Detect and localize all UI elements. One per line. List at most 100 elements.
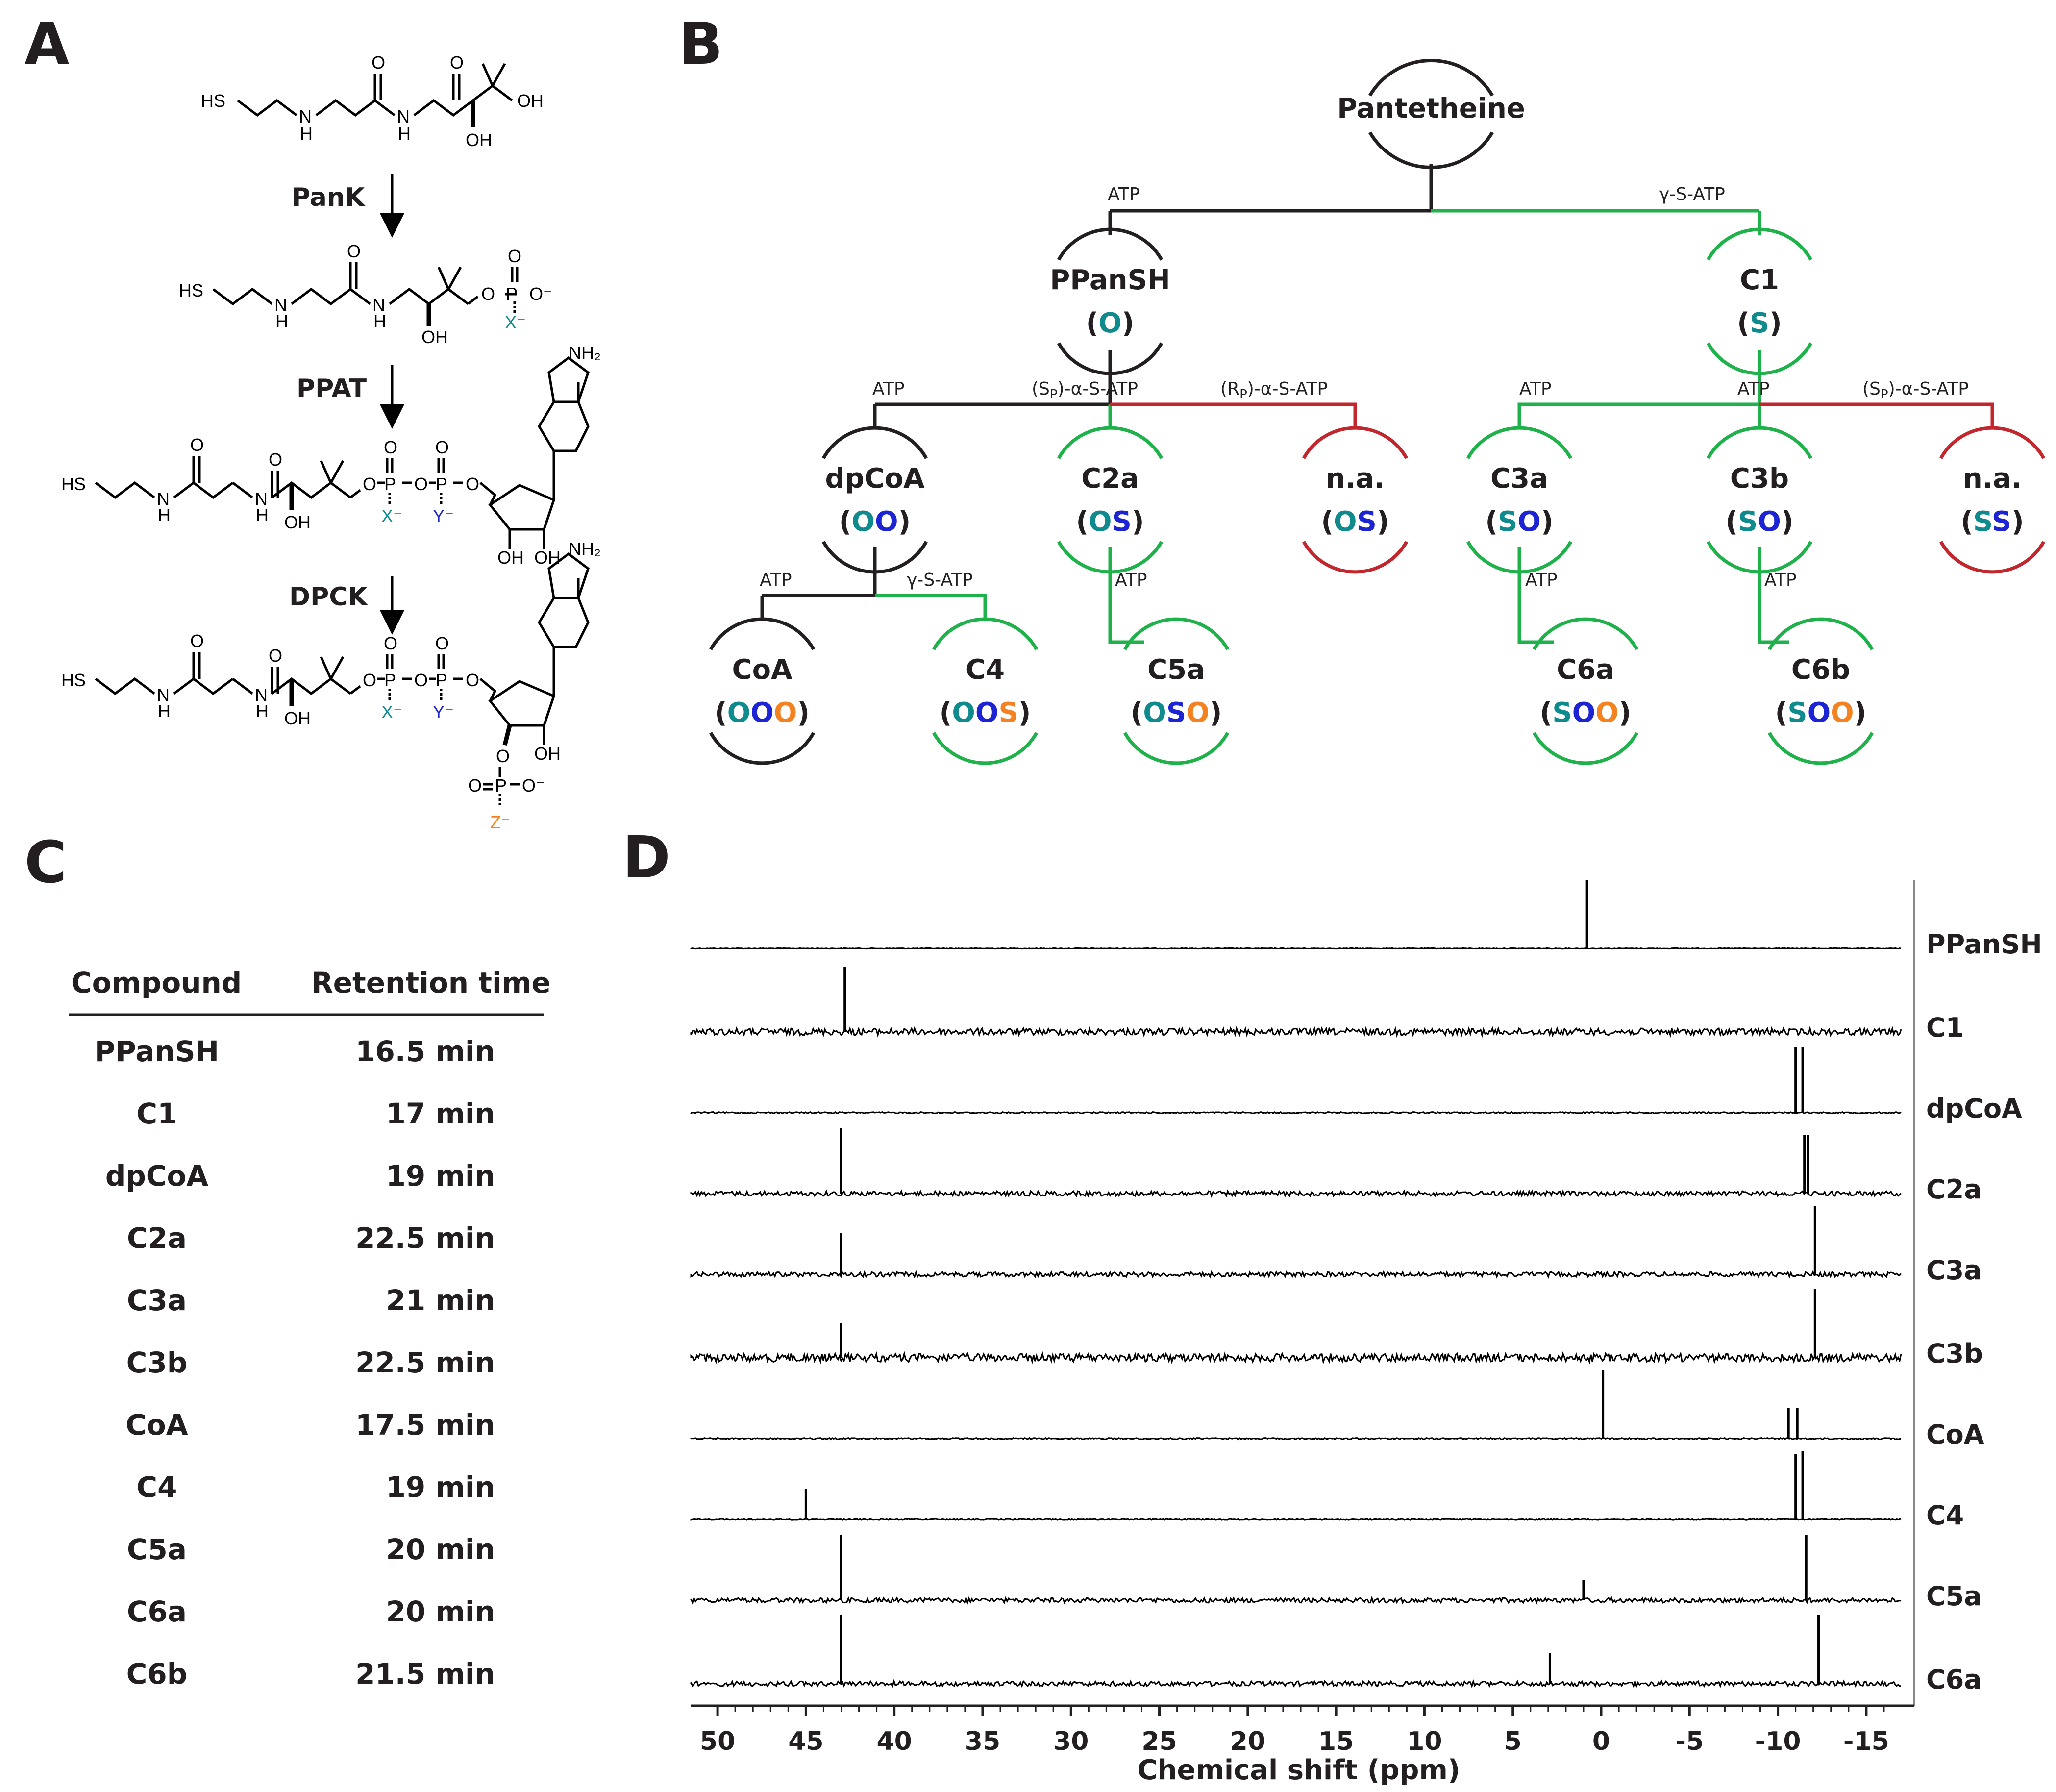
paren-close: )	[1018, 697, 1031, 729]
x-tick-label: -10	[1755, 1727, 1801, 1756]
node-label: C3a	[1490, 463, 1548, 495]
paren-close: )	[1132, 506, 1144, 538]
panel-label-a: A	[25, 10, 69, 77]
atom-h: H	[373, 311, 386, 331]
tree-node-c2a: C2a(OS)	[1057, 426, 1164, 574]
atom-o: O	[481, 284, 495, 304]
atom-n: N	[274, 295, 287, 315]
atom-z: Z⁻	[490, 812, 510, 832]
atom-n: N	[372, 295, 385, 315]
atom-o: O	[347, 241, 361, 261]
atom-p: P	[384, 474, 396, 494]
node-arc-bottom	[821, 541, 928, 574]
paren-open: (	[1960, 506, 1973, 538]
trace-baseline	[690, 1111, 1902, 1115]
atom-o: O	[190, 631, 204, 651]
atom-h: H	[256, 505, 269, 525]
trace-label: C3a	[1926, 1255, 1982, 1286]
tree-node-c3a: C3a(SO)	[1466, 426, 1573, 574]
cell-compound: PPanSH	[95, 1035, 219, 1068]
x-tick-label: 30	[1053, 1727, 1089, 1756]
tree-node-root: Pantetheine	[1337, 59, 1525, 169]
tree-node-dpcoa: dpCoA (OO)	[821, 426, 928, 574]
atom-o: O	[269, 646, 282, 666]
node-label: C4	[966, 654, 1005, 686]
atom-p: P	[495, 775, 507, 796]
node-arc-top	[1706, 227, 1813, 261]
code-char: S	[1357, 506, 1377, 538]
node-arc-bottom	[1706, 342, 1813, 375]
paren-close: )	[2011, 506, 2024, 538]
code-char: O	[1831, 697, 1854, 729]
cell-retention: 21.5 min	[355, 1657, 495, 1691]
panel-label-b: B	[679, 10, 723, 77]
atom-o-minus: O⁻	[522, 775, 545, 796]
x-tick-label: -15	[1843, 1727, 1889, 1756]
structure-coa	[95, 552, 590, 806]
node-arc-bottom	[1057, 541, 1164, 574]
panel-label-d: D	[622, 823, 670, 891]
node-arc-top	[1939, 426, 2046, 459]
atom-n: N	[299, 106, 312, 126]
atom-n: N	[157, 489, 170, 509]
node-label: CoA	[732, 654, 793, 686]
node-arc-bottom	[1939, 541, 2046, 574]
atom-o: O	[450, 52, 464, 73]
atom-n: N	[157, 685, 170, 705]
trace-baseline	[690, 1269, 1902, 1279]
trace-CoA: CoA	[690, 1370, 1984, 1450]
trace-baseline	[690, 1189, 1902, 1198]
node-root-label: Pantetheine	[1337, 93, 1525, 124]
paren-close: )	[1377, 506, 1389, 538]
code-char: O	[1517, 506, 1541, 538]
cell-compound: C3b	[126, 1346, 187, 1379]
node-arc-top	[932, 617, 1039, 650]
trace-label: C6a	[1926, 1664, 1982, 1695]
node-arc-bottom	[1706, 541, 1813, 574]
node-arc-top	[1057, 426, 1164, 459]
code-char: O	[952, 697, 975, 729]
atom-oh: OH	[497, 548, 524, 568]
trace-baseline	[690, 1518, 1902, 1521]
trace-C4: C4	[690, 1451, 1964, 1531]
cell-compound: dpCoA	[105, 1159, 208, 1193]
atom-o: O	[363, 670, 376, 690]
edge-label-atp: ATP	[1519, 379, 1552, 399]
code-char: O	[1808, 697, 1831, 729]
trace-baseline	[690, 1595, 1902, 1605]
atom-o: O	[466, 474, 479, 494]
structure-coa-labels: HS N H O N H O OH O P O X⁻ O P O Y⁻ O O …	[61, 539, 601, 832]
code-char: O	[1758, 506, 1781, 538]
paren-close: )	[898, 506, 911, 538]
paren-open: (	[1737, 307, 1750, 339]
paren-open: (	[715, 697, 727, 729]
enzyme-pank: PanK	[292, 183, 366, 212]
paren-open: (	[1485, 506, 1498, 538]
cell-retention: 19 min	[386, 1159, 495, 1193]
atom-o: O	[384, 633, 397, 653]
node-label: PPanSH	[1050, 264, 1170, 296]
atom-o: O	[190, 435, 204, 455]
table-header-retention: Retention time	[311, 966, 551, 999]
enzyme-ppat: PPAT	[297, 374, 367, 403]
paren-open: (	[839, 506, 852, 538]
cell-retention: 20 min	[386, 1533, 495, 1566]
atom-hs: HS	[179, 280, 203, 300]
trace-baseline	[690, 1679, 1902, 1689]
trace-baseline	[690, 1350, 1902, 1365]
node-arc-top	[1123, 617, 1230, 650]
node-code: (OO)	[839, 506, 911, 538]
edge-label-rp: (RP)-α-S-ATP	[1220, 379, 1328, 402]
node-label: dpCoA	[825, 463, 925, 495]
table-row: dpCoA 19 min	[105, 1159, 495, 1193]
